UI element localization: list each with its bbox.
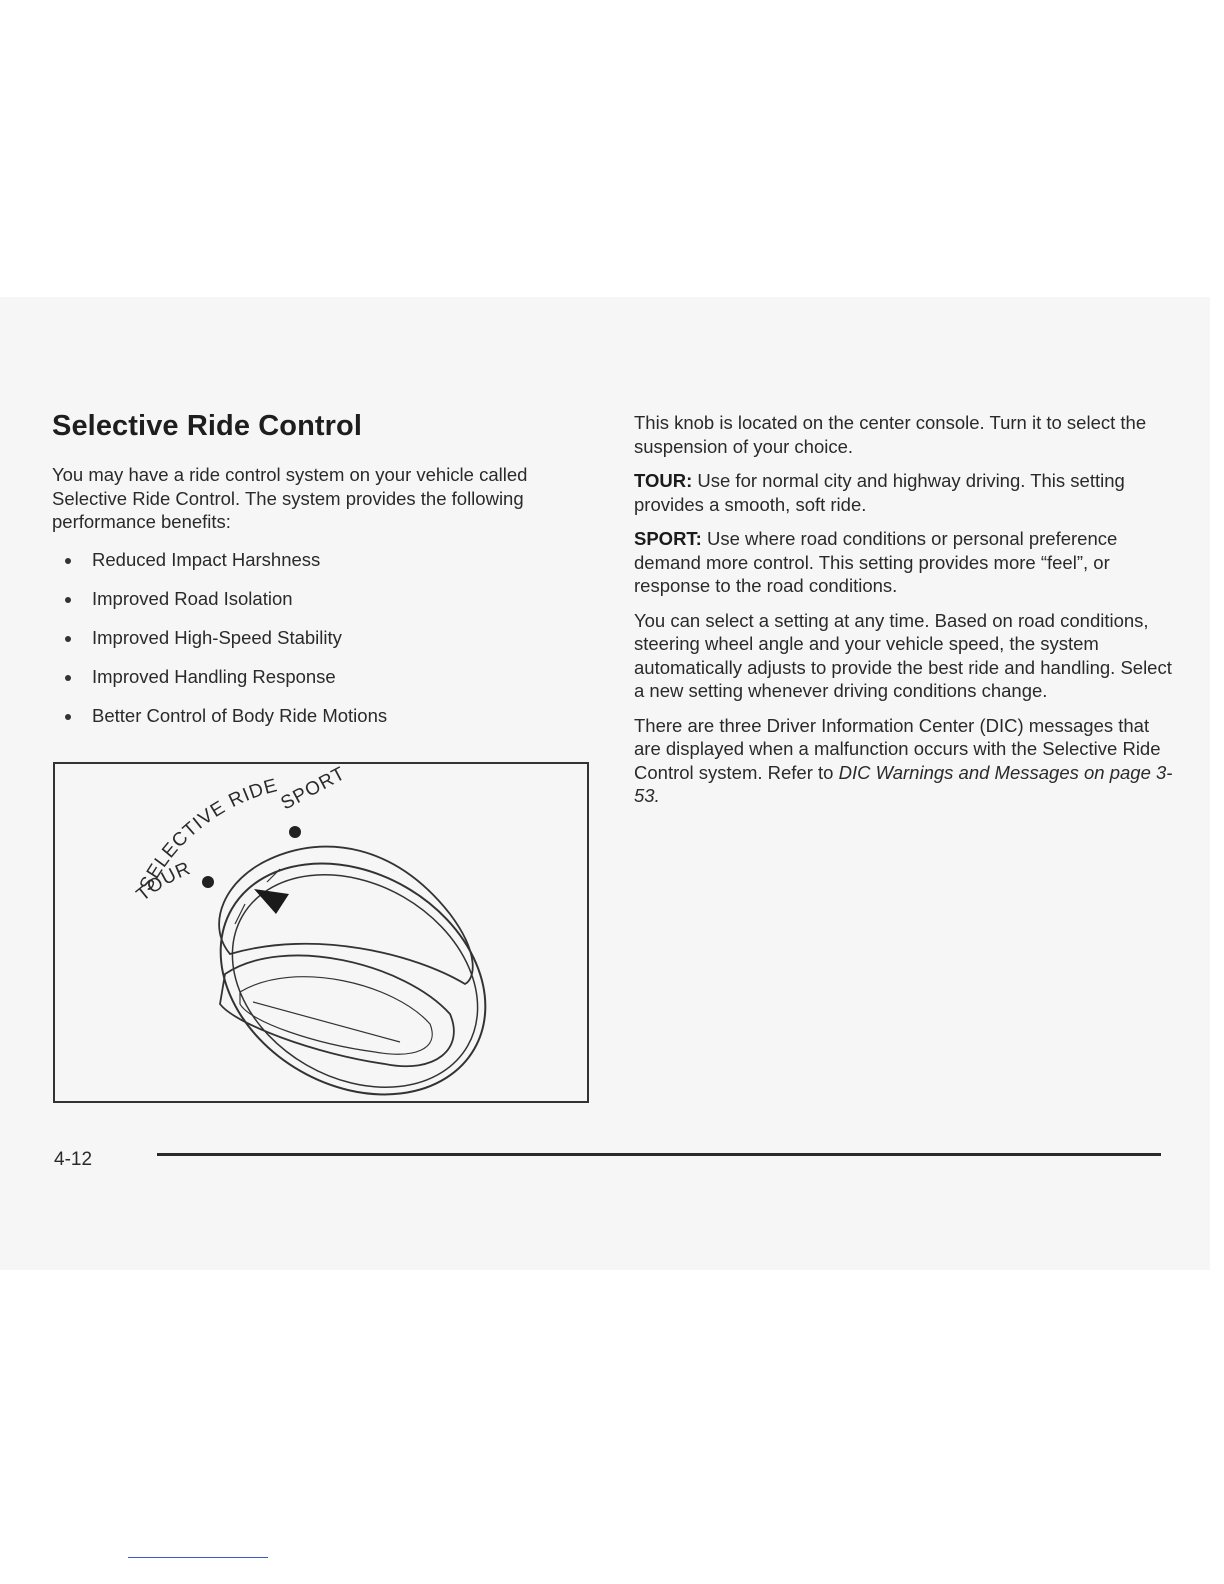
bullet-icon — [65, 557, 71, 564]
intro-paragraph: You may have a ride control system on yo… — [52, 464, 528, 532]
sport-paragraph: SPORT: Use where road conditions or pers… — [634, 527, 1174, 598]
setting-paragraph: You can select a setting at any time. Ba… — [634, 609, 1172, 702]
benefit-text: Better Control of Body Ride Motions — [92, 704, 388, 726]
dic-reference: DIC Warnings and Messages on page 3-53. — [634, 761, 1173, 807]
list-item: Improved Handling Response — [52, 665, 587, 704]
list-item: Improved High-Speed Stability — [52, 626, 587, 665]
right-column: This knob is located on the center conso… — [634, 411, 1174, 819]
pointer-arrow-icon — [254, 889, 289, 914]
knob-illustration: SELECTIVE RIDE SPORT TOUR — [133, 764, 487, 1096]
benefit-text: Improved High-Speed Stability — [92, 626, 342, 648]
knob-location-paragraph: This knob is located on the center conso… — [634, 412, 1147, 457]
tour-text: Use for normal city and highway driving.… — [634, 470, 1125, 515]
knob-grip-lower-inner — [239, 976, 433, 1055]
benefits-list: Reduced Impact Harshness Improved Road I… — [52, 548, 587, 743]
sport-position-dot — [289, 826, 301, 838]
bottom-link-rule — [128, 1557, 268, 1558]
knob-grip-lower — [219, 954, 455, 1068]
tour-position-dot — [202, 876, 214, 888]
dic-text: There are three Driver Information Cente… — [634, 714, 1161, 783]
page-number: 4-12 — [54, 1149, 93, 1170]
knob-outer-ring — [219, 862, 487, 1096]
left-column: Selective Ride Control You may have a ri… — [52, 410, 587, 743]
knob-edge-line — [266, 868, 281, 883]
footer-rule — [157, 1153, 1161, 1156]
bullet-icon — [65, 713, 71, 720]
list-item: Reduced Impact Harshness — [52, 548, 587, 587]
tour-paragraph: TOUR: Use for normal city and highway dr… — [634, 469, 1174, 516]
benefit-text: Reduced Impact Harshness — [92, 548, 321, 570]
sport-text: Use where road conditions or personal pr… — [634, 528, 1118, 596]
sport-label: SPORT — [277, 764, 349, 814]
knob-edge-line — [234, 903, 246, 925]
bullet-icon — [65, 596, 71, 603]
ride-control-knob-figure: SELECTIVE RIDE SPORT TOUR — [53, 762, 589, 1103]
list-item: Better Control of Body Ride Motions — [52, 704, 587, 743]
sport-term: SPORT: — [634, 528, 702, 549]
knob-grip-line — [252, 1001, 401, 1043]
benefit-text: Improved Road Isolation — [92, 587, 293, 609]
tour-term: TOUR: — [634, 470, 693, 491]
bullet-icon — [65, 674, 71, 681]
dic-paragraph: There are three Driver Information Cente… — [634, 714, 1174, 808]
list-item: Improved Road Isolation — [52, 587, 587, 626]
bullet-icon — [65, 635, 71, 642]
benefit-text: Improved Handling Response — [92, 665, 336, 687]
section-title: Selective Ride Control — [52, 410, 362, 442]
knob-inner-ring — [231, 874, 479, 1088]
knob-grip-upper — [218, 845, 474, 986]
